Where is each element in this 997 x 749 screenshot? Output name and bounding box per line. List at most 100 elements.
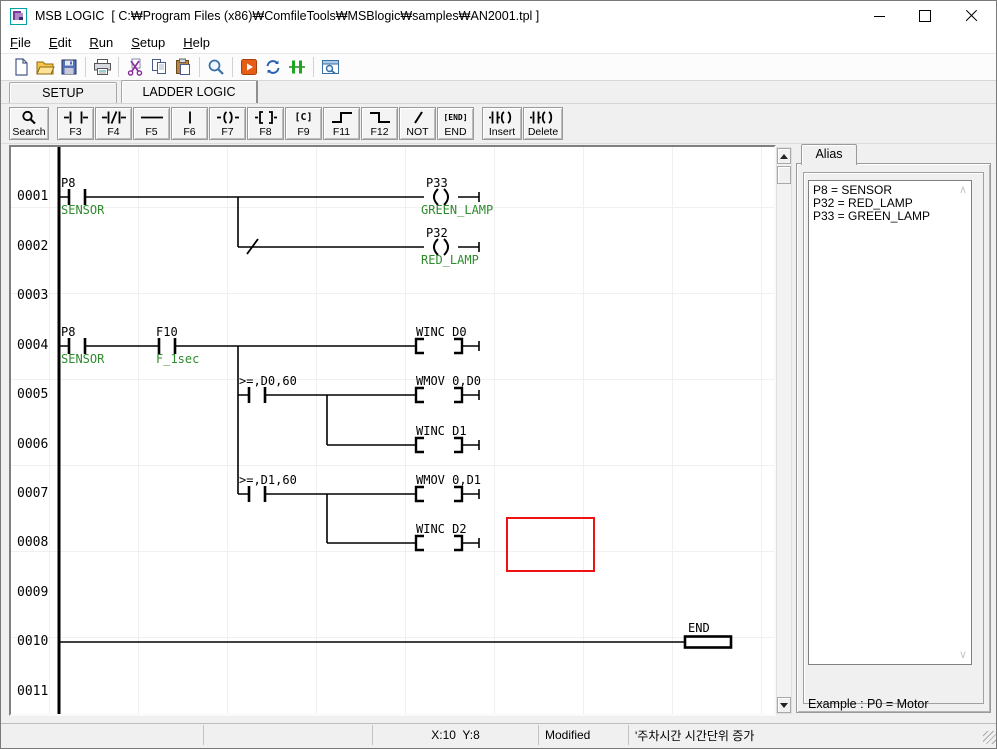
tab-setup[interactable]: SETUP [9,82,117,103]
tool-rising-edge-button[interactable]: F11 [323,107,360,140]
element-alias: SENSOR [61,352,104,366]
menu-bar: File Edit Run Setup Help [1,31,996,53]
horizontal-line-icon [139,109,165,126]
alias-list[interactable]: P8 = SENSOR P32 = RED_LAMP P33 = GREEN_L… [808,180,972,665]
preview-icon [321,58,340,76]
scrollbar-thumb[interactable] [777,166,791,184]
status-coordinates: X:10 Y:8 [373,725,539,745]
element-alias: SENSOR [61,203,104,217]
tool-label: F11 [333,126,350,138]
sync-icon [264,58,282,76]
resize-grip[interactable] [983,731,996,744]
io-monitor-button[interactable] [285,55,309,79]
tool-label: F7 [221,126,233,138]
insert-button[interactable]: Insert [482,107,522,140]
tab-alias[interactable]: Alias [801,144,857,165]
window-controls [856,1,994,31]
save-file-button[interactable] [57,55,81,79]
close-button[interactable] [948,1,994,31]
scroll-down-button[interactable] [777,697,791,713]
element-label: >=,D1,60 [239,473,297,487]
preview-button[interactable] [318,55,342,79]
tool-label: F4 [107,126,119,138]
ladder-search-button[interactable]: Search [9,107,49,140]
minimize-button[interactable] [856,1,902,31]
delete-label: Delete [528,126,558,138]
menu-run[interactable]: Run [80,33,122,52]
tab-ladder-logic[interactable]: LADDER LOGIC [121,80,258,104]
new-file-button[interactable] [9,55,33,79]
maximize-icon [919,10,931,22]
open-file-icon [36,58,55,76]
tool-vline-button[interactable]: F6 [171,107,208,140]
save-file-icon [60,58,78,76]
alias-list-item[interactable]: P33 = GREEN_LAMP [813,210,971,223]
tool-label: F9 [297,126,309,138]
tool-hline-button[interactable]: F5 [133,107,170,140]
ladder-search-label: Search [12,126,45,138]
message-text: '주차시간 시간단위 증가 [635,727,754,744]
print-icon [93,58,112,76]
list-scroll-up-icon[interactable]: ∧ [959,185,967,195]
delete-button[interactable]: Delete [523,107,563,140]
alias-example-text: Example : P0 = Motor [808,697,929,711]
open-file-button[interactable] [33,55,57,79]
maximize-button[interactable] [902,1,948,31]
element-label: WINC D1 [416,424,467,438]
tool-counter-button[interactable]: [C] F9 [285,107,322,140]
tool-bracket-button[interactable]: F8 [247,107,284,140]
modified-text: Modified [545,728,590,742]
window-title: MSB LOGIC [ C:₩Program Files (x86)₩Comfi… [35,9,539,23]
tab-strip-divider [1,103,996,104]
element-alias: RED_LAMP [421,253,479,267]
status-bar: X:10 Y:8 Modified '주차시간 시간단위 증가 [1,723,997,746]
tool-contact-nc-button[interactable]: F4 [95,107,132,140]
menu-help[interactable]: Help [174,33,219,52]
counter-icon: [C] [294,109,312,126]
copy-button[interactable] [147,55,171,79]
main-toolbar [1,53,996,81]
search-button[interactable] [204,55,228,79]
ladder-scrollbar[interactable] [776,147,792,714]
insert-label: Insert [489,126,515,138]
element-label: P8 [61,176,75,190]
contact-no-icon [63,109,89,126]
cut-icon [126,58,144,76]
element-alias: F_1sec [156,352,199,366]
element-label: WINC D2 [416,522,467,536]
bracket-icon [253,109,279,126]
tool-label: F12 [370,126,388,138]
selection-cursor [506,517,595,572]
tool-label: NOT [406,126,428,138]
run-button[interactable] [237,55,261,79]
paste-button[interactable] [171,55,195,79]
menu-edit[interactable]: Edit [40,33,80,52]
ladder-canvas[interactable]: 0001 0002 0003 0004 0005 0006 0007 0008 … [9,145,776,716]
toolbar-separator [232,57,233,77]
paste-icon [174,58,192,76]
tool-not-button[interactable]: NOT [399,107,436,140]
delete-icon [529,109,557,126]
scroll-up-button[interactable] [777,148,791,164]
element-label: WMOV 0,D0 [416,374,481,388]
tool-coil-button[interactable]: F7 [209,107,246,140]
menu-setup[interactable]: Setup [122,33,174,52]
close-icon [965,10,978,23]
sync-button[interactable] [261,55,285,79]
tool-end-button[interactable]: [END] END [437,107,474,140]
copy-icon [150,58,168,76]
end-icon: [END] [443,109,467,126]
tool-falling-edge-button[interactable]: F12 [361,107,398,140]
menu-file[interactable]: File [1,33,40,52]
ladder-search-icon [21,109,37,126]
tool-contact-no-button[interactable]: F3 [57,107,94,140]
ladder-grid: 0001 0002 0003 0004 0005 0006 0007 0008 … [11,147,774,714]
coordinates-text: X:10 Y:8 [431,728,480,742]
print-button[interactable] [90,55,114,79]
insert-icon [488,109,516,126]
list-scroll-down-icon[interactable]: ∨ [959,650,967,660]
alias-panel-body: P8 = SENSOR P32 = RED_LAMP P33 = GREEN_L… [796,163,991,713]
falling-edge-icon [367,109,393,126]
cut-button[interactable] [123,55,147,79]
